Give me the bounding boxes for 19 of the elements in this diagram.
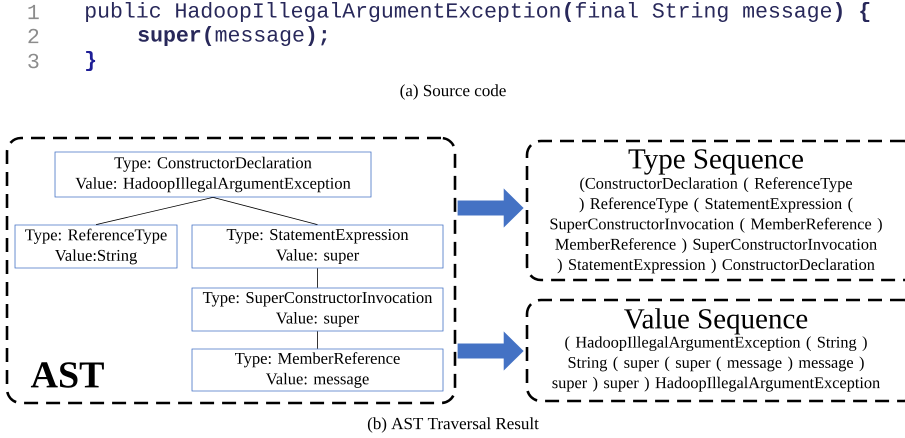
code-line: } (86, 50, 96, 72)
dashed-panel: Type Sequence (ConstructorDeclaration ( ReferenceType ) ReferenceType ( StatementExpression ( SuperConstructorInvocation ( MemberReference ) MemberReference ) SuperConstructorInvocation ) StatementExpression ) ConstructorDeclaration (526, 140, 905, 282)
tree-node-box: Type: ReferenceType Value:String (14, 224, 178, 268)
tree-edge (317, 268, 318, 288)
caption: (a) Source code (400, 84, 506, 100)
tree-node-box: Type: SuperConstructorInvocation Value: super (192, 288, 444, 332)
line-number: 3 (28, 54, 38, 68)
line-number: 2 (28, 28, 38, 44)
tree-edge (317, 331, 318, 349)
code-line: public HadoopIllegalArgumentException(final String message) { (86, 2, 870, 22)
line-number: 1 (28, 4, 39, 20)
caption: (b) AST Traversal Result (368, 417, 539, 433)
code-line: super(message); (138, 26, 326, 46)
tree-node-box: Type: MemberReference Value: message (192, 348, 444, 392)
tree-edge (96, 196, 214, 225)
tree-node-box: Type: ConstructorDeclaration Value: HadoopIllegalArgumentException (54, 152, 372, 198)
tree-edge (212, 196, 318, 225)
dashed-panel: Value Sequence ( HadoopIllegalArgumentException ( String ) String ( super ( super ( message ) message ) super ) super ) HadoopIllegalArgumentException (526, 298, 905, 402)
tree-node-box: Type: StatementExpression Value: super (192, 224, 444, 268)
